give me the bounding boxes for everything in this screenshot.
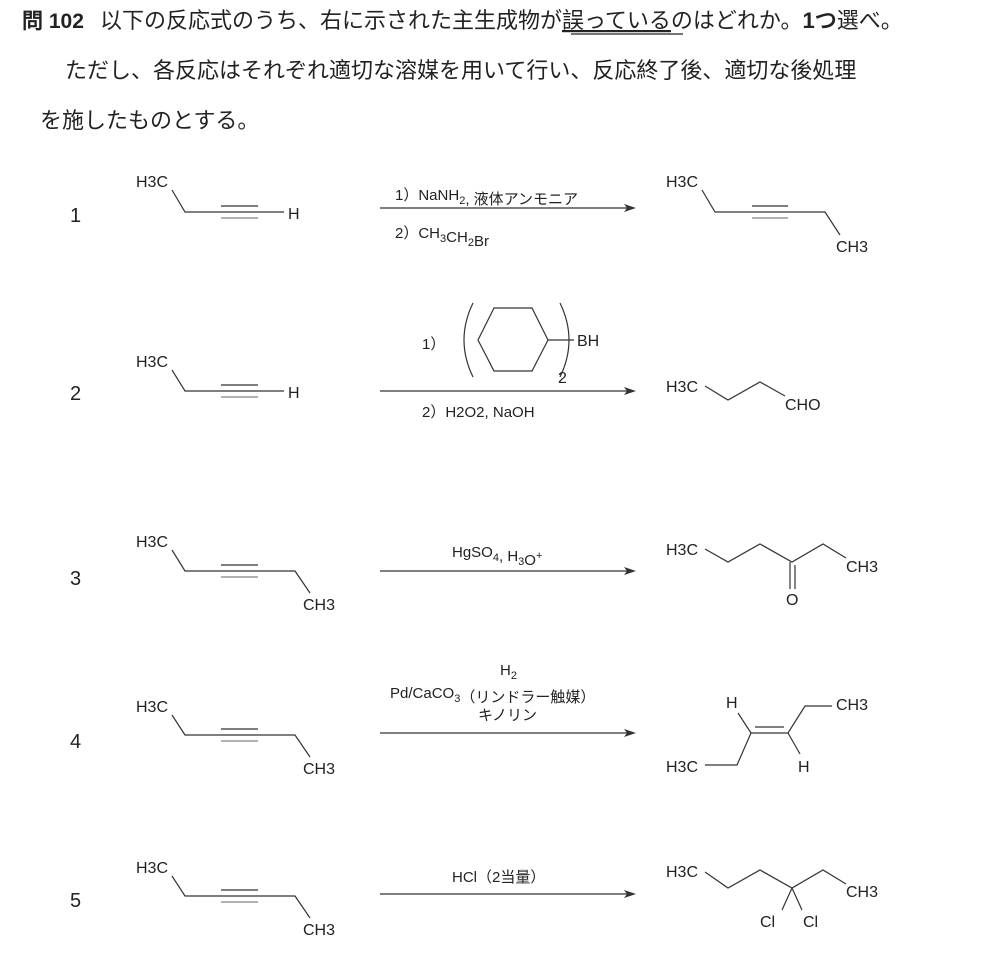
atom-label: H3C — [136, 534, 168, 551]
question-stem: 以下の反応式のうち、右に示された主生成物が誤っているのはどれか。1つ選べ。 — [100, 8, 903, 34]
atom-label: H3C — [136, 699, 168, 716]
product-3-hexanone: H3C O CH3 — [666, 542, 878, 609]
reactant-2-pentyne: H3C CH3 — [136, 860, 335, 939]
product-3-3-dichlorohexane: H3C CH3 Cl Cl — [666, 864, 878, 931]
atom-label: CH3 — [303, 761, 335, 778]
atom-label: H — [288, 385, 300, 402]
reagent-step1: 1）NaNH2, 液体アンモニア — [395, 187, 578, 208]
atom-label: H3C — [666, 864, 698, 881]
atom-label: H3C — [666, 759, 698, 776]
reactant-2-pentyne: H3C CH3 — [136, 534, 335, 614]
reagent-step2: 2）CH3CH2Br — [395, 225, 489, 250]
atom-label: CH3 — [846, 559, 878, 576]
reagent-lindlar: Pd/CaCO3（リンドラー触媒） — [390, 685, 595, 706]
reactant-1-butyne: H3C H — [136, 354, 300, 402]
reaction-1: 1 H3C H 1）NaNH2, 液体アンモニア 2）CH3CH2Br H3C … — [70, 174, 868, 256]
product-3-hexyne: H3C CH3 — [666, 174, 868, 256]
atom-label: CHO — [785, 397, 821, 414]
question-condition-cont: を施したものとする。 — [40, 109, 259, 134]
product-butanal: H3C CHO — [666, 379, 821, 414]
reaction-5: 5 H3C CH3 HCl（2当量） H3C CH3 Cl Cl — [70, 860, 878, 939]
subscript-2: 2 — [558, 370, 567, 387]
reaction-2: 2 H3C H 1） BH 2 2）H2O2, NaOH H3C CHO — [70, 302, 821, 421]
question-number: 問 102 — [22, 10, 84, 33]
choice-label: 1 — [70, 205, 81, 227]
question-condition: ただし、各反応はそれぞれ適切な溶媒を用いて行い、反応終了後、適切な後処理 — [65, 59, 856, 84]
choice-label: 4 — [70, 731, 81, 753]
reagent: HCl（2当量） — [452, 869, 545, 886]
atom-label: CH3 — [846, 884, 878, 901]
reaction-3: 3 H3C CH3 HgSO4, H3O+ H3C O CH3 — [70, 534, 878, 614]
reagent: HgSO4, H3O+ — [452, 544, 542, 569]
reagent-dicyclohexylborane: 1） BH 2 — [422, 302, 599, 387]
choice-label: 5 — [70, 890, 81, 912]
atom-label: H3C — [666, 542, 698, 559]
step-prefix: 1） — [422, 336, 445, 353]
atom-label: CH3 — [303, 922, 335, 939]
atom-label: H3C — [136, 860, 168, 877]
atom-label: H3C — [666, 174, 698, 191]
choice-label: 2 — [70, 383, 81, 405]
borane-group: BH — [577, 333, 599, 350]
atom-label: O — [786, 592, 798, 609]
product-cis-3-hexene: H CH3 H3C H — [666, 695, 868, 776]
atom-label: H — [288, 206, 300, 223]
atom-label: CH3 — [836, 239, 868, 256]
atom-label: H3C — [136, 354, 168, 371]
reactant-2-pentyne: H3C CH3 — [136, 699, 335, 778]
cyclohexane-ring — [477, 307, 549, 372]
reagent-h2: H2 — [500, 662, 517, 682]
atom-label: Cl — [760, 914, 775, 931]
atom-label: CH3 — [303, 597, 335, 614]
atom-label: H3C — [136, 174, 168, 191]
atom-label: H3C — [666, 379, 698, 396]
atom-label: CH3 — [836, 697, 868, 714]
reactant-1-butyne: H3C H — [136, 174, 300, 223]
reagent-quinoline: キノリン — [478, 707, 537, 724]
atom-label: Cl — [803, 914, 818, 931]
atom-label: H — [726, 695, 738, 712]
choice-label: 3 — [70, 568, 81, 590]
reagent-step2: 2）H2O2, NaOH — [422, 404, 535, 421]
atom-label: H — [798, 759, 810, 776]
underlined-word: 誤っている — [562, 9, 671, 34]
reaction-4: 4 H3C CH3 H2 Pd/CaCO3（リンドラー触媒） キノリン H CH… — [70, 662, 868, 778]
